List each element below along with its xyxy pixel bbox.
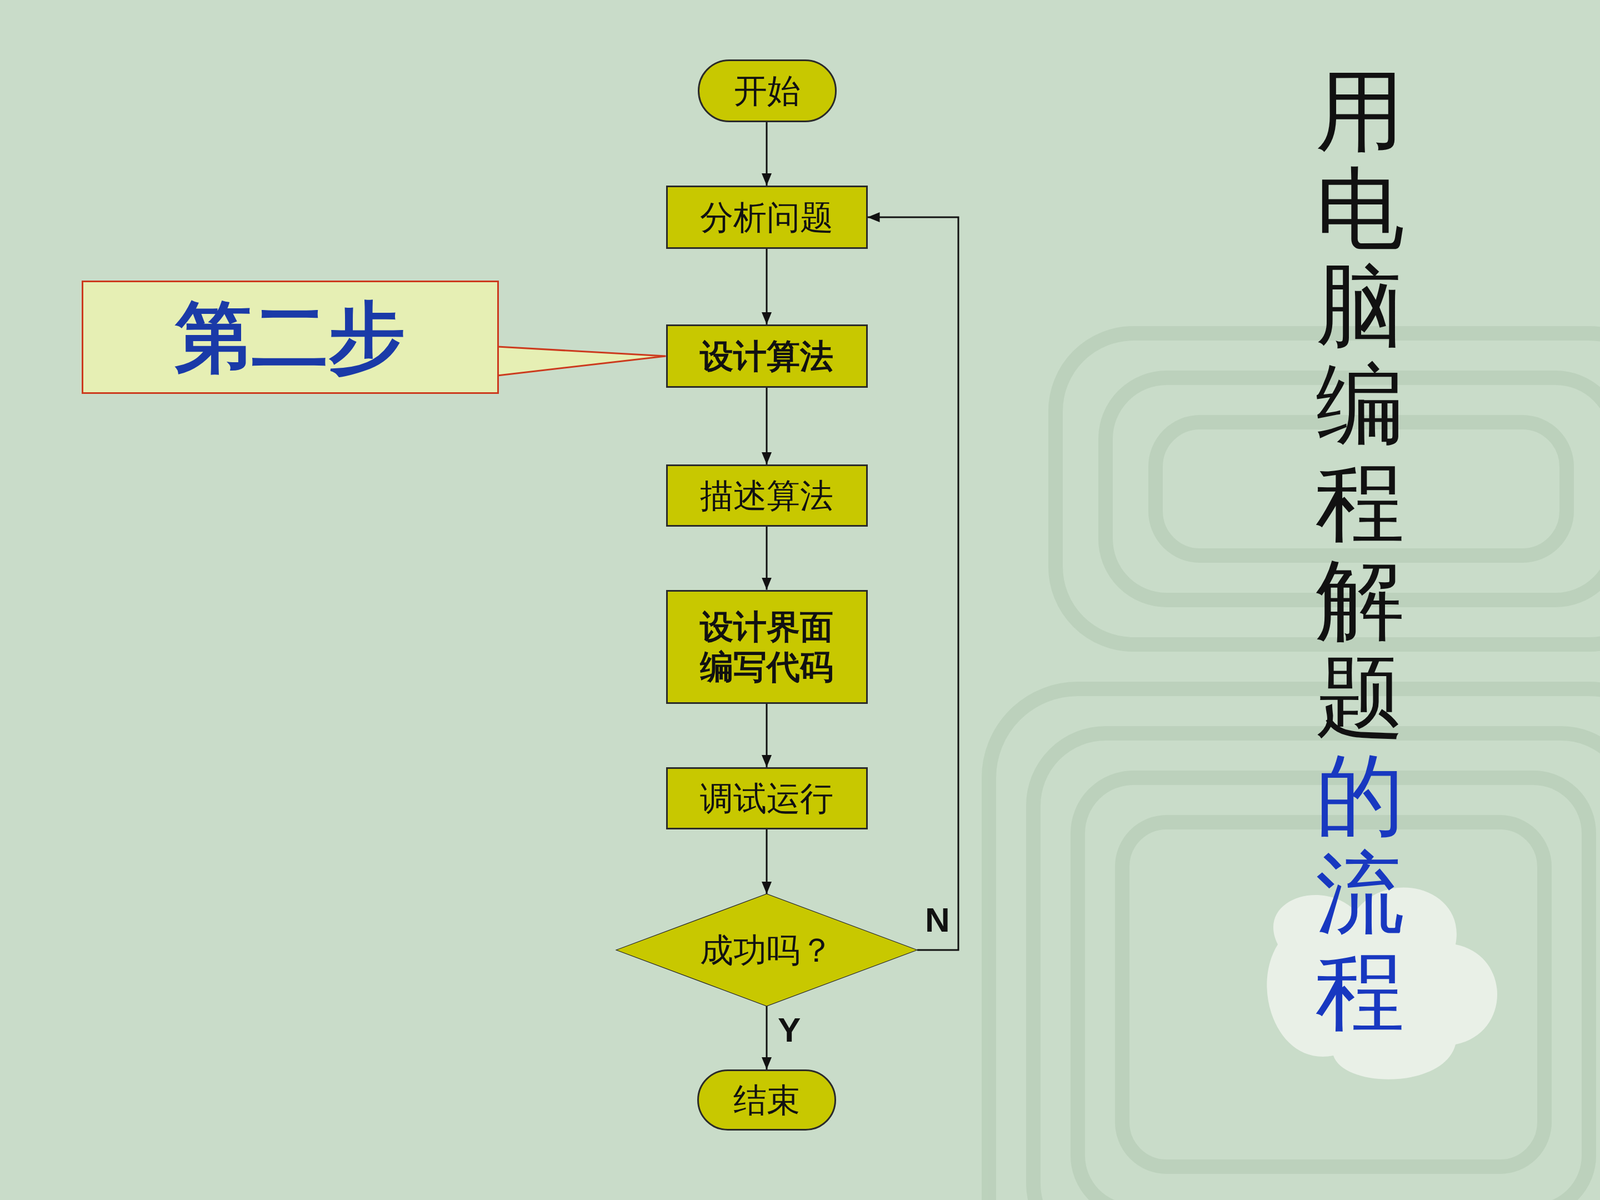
- decision-diamond: 成功吗？: [616, 893, 918, 1007]
- branch-label: N: [921, 901, 954, 939]
- title-char: 题: [1315, 645, 1405, 750]
- process-box: 调试运行: [666, 767, 868, 830]
- flow-arrow: [766, 122, 768, 187]
- title-char: 的: [1315, 743, 1405, 848]
- node-label: 描述算法: [700, 475, 834, 516]
- node-label: 分析问题: [700, 197, 834, 238]
- node-label: 结束: [733, 1080, 800, 1120]
- title-char: 脑: [1315, 254, 1405, 359]
- node-label: 设计算法: [700, 336, 834, 377]
- title-char: 程: [1315, 938, 1405, 1043]
- flow-arrow: [766, 248, 768, 325]
- vertical-title: 用电脑编程解题的流程: [1315, 62, 1405, 1040]
- start-terminal: 开始: [697, 59, 837, 123]
- process-box: 分析问题: [666, 185, 868, 249]
- node-label: 设计界面 编写代码: [683, 606, 850, 687]
- flow-arrow: [766, 703, 768, 768]
- flow-arrow: [766, 387, 768, 465]
- title-char: 电: [1315, 156, 1405, 261]
- callout-box: 第二步: [81, 280, 499, 394]
- callout-pointer: [497, 346, 667, 376]
- node-label: 成功吗？: [700, 930, 834, 970]
- end-terminal: 结束: [697, 1069, 837, 1131]
- branch-label: Y: [774, 1011, 804, 1049]
- flow-arrow: [766, 526, 768, 590]
- node-label: 开始: [733, 70, 801, 111]
- title-char: 程: [1315, 450, 1405, 554]
- process-box: 设计界面 编写代码: [666, 590, 868, 704]
- flow-arrow: [766, 1006, 768, 1070]
- title-char: 解: [1315, 547, 1405, 652]
- title-char: 流: [1315, 841, 1405, 945]
- flow-arrow: [867, 217, 959, 950]
- node-label: 调试运行: [700, 778, 834, 819]
- process-box: 设计算法: [666, 324, 868, 388]
- title-char: 编: [1315, 352, 1405, 457]
- title-char: 用: [1315, 58, 1405, 163]
- process-box: 描述算法: [666, 464, 868, 527]
- node-label: 第二步: [175, 291, 405, 384]
- flow-arrow: [766, 829, 768, 894]
